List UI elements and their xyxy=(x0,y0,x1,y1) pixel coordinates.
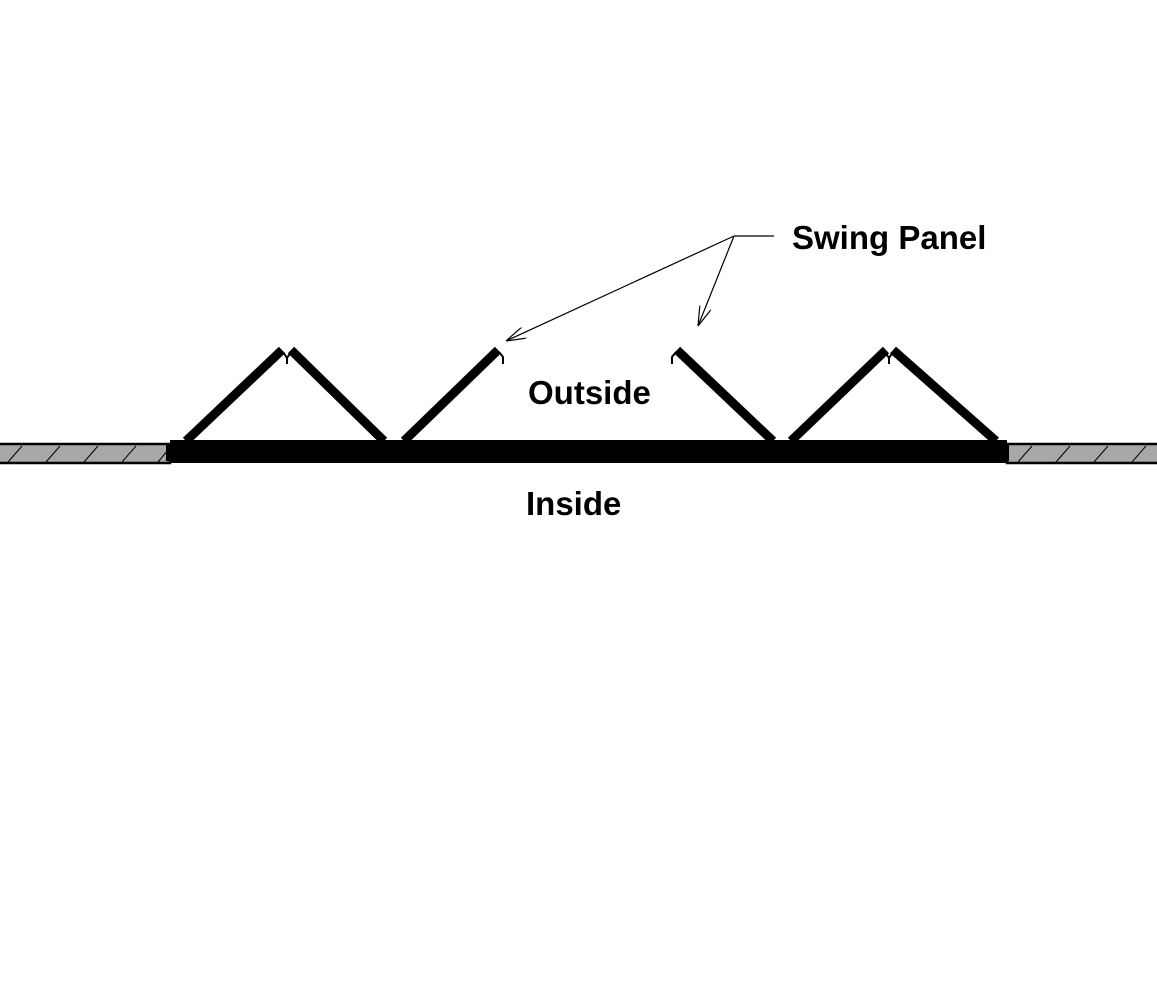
swing-panel-left xyxy=(400,346,502,445)
door-track xyxy=(166,440,1009,463)
hinges xyxy=(282,351,894,364)
swing-panel-leaders xyxy=(506,235,774,341)
panel-1 xyxy=(182,346,286,445)
folding-panels xyxy=(182,346,999,445)
left-wall xyxy=(0,442,172,465)
hinge-3 xyxy=(884,351,894,364)
swing-panel-label: Swing Panel xyxy=(792,219,987,256)
hinge-swing-left xyxy=(498,351,504,364)
panel-5 xyxy=(787,346,890,445)
panel-6 xyxy=(890,346,999,445)
hinge-swing-right xyxy=(671,351,677,364)
hinge-1 xyxy=(282,351,292,364)
right-wall xyxy=(1005,442,1157,465)
panel-2 xyxy=(287,346,388,445)
inside-label: Inside xyxy=(526,485,622,522)
swing-panel-right xyxy=(673,346,777,445)
outside-label: Outside xyxy=(528,374,651,411)
